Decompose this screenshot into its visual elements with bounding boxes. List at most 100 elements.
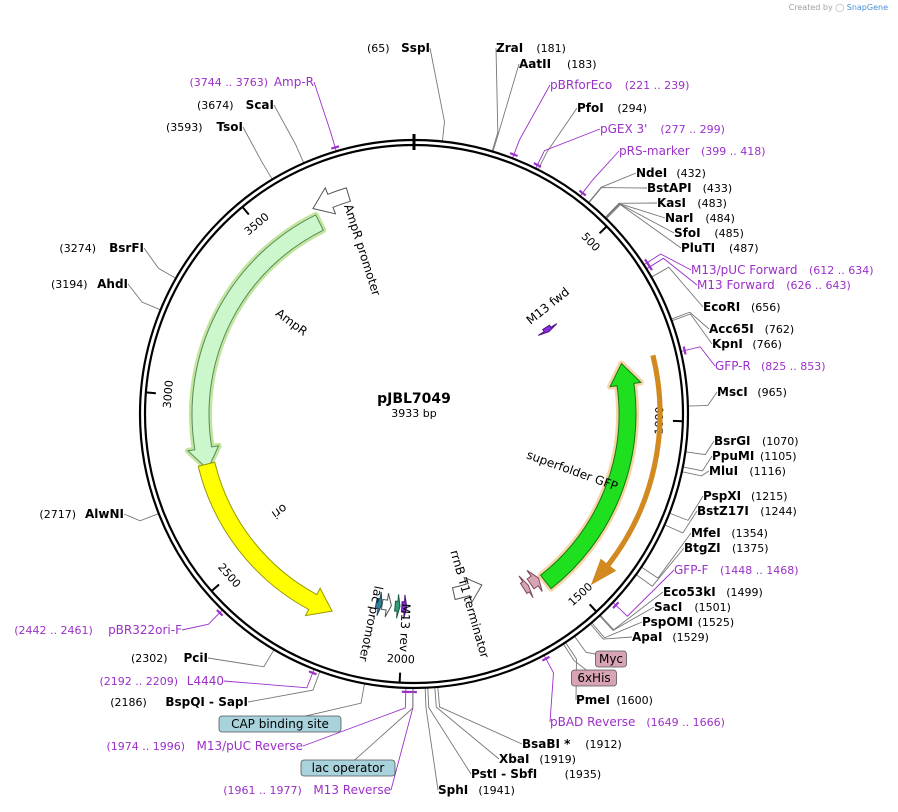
site-name: SacI — [654, 600, 682, 614]
feature-label-superfolder-gfp: superfolder GFP — [525, 448, 620, 494]
site-msci[interactable]: MscI(965) — [717, 385, 787, 399]
site-sfoi[interactable]: SfoI(485) — [674, 226, 744, 240]
site-position: (1525) — [698, 616, 735, 629]
site-scai[interactable]: ScaI(3674) — [197, 98, 274, 112]
site-box — [571, 669, 617, 687]
site-cap-binding-site[interactable]: CAP binding site — [218, 715, 342, 733]
site-aatii[interactable]: AatII(183) — [519, 57, 597, 71]
site-amp-r[interactable]: Amp-R(3744 .. 3763) — [189, 75, 314, 89]
site-m13-puc-reverse[interactable]: M13/pUC Reverse(1974 .. 1996) — [106, 739, 303, 753]
site-position: (3744 .. 3763) — [189, 76, 268, 89]
site-position: (1974 .. 1996) — [106, 740, 185, 753]
site-position: (1244) — [760, 505, 797, 518]
site-ecori[interactable]: EcoRI (656) — [703, 300, 781, 314]
site-position: (2186) — [110, 696, 147, 709]
site-tsoi[interactable]: TsoI(3593) — [166, 120, 243, 134]
site-box — [595, 650, 627, 668]
site-acc65i[interactable]: Acc65I(762) — [709, 322, 794, 336]
site-saci[interactable]: SacI(1501) — [654, 600, 731, 614]
leader-line — [223, 668, 315, 689]
feature-label-ori: ori — [269, 501, 290, 521]
feature-ori[interactable] — [197, 461, 333, 617]
site-name: BstZ17I — [697, 504, 749, 518]
site-pbr322ori-f[interactable]: pBR322ori-F(2442 .. 2461) — [14, 623, 182, 637]
feature-m13-rev[interactable] — [400, 594, 408, 619]
site-kpni[interactable]: KpnI(766) — [712, 337, 782, 351]
leader-line — [313, 81, 337, 152]
site-bstz17i[interactable]: BstZ17I (1244) — [697, 504, 797, 518]
site-bsrfi[interactable]: BsrFI(3274) — [59, 241, 144, 255]
site-m13-reverse[interactable]: M13 Reverse(1961 .. 1977) — [223, 783, 391, 797]
feature-cap-site[interactable] — [374, 591, 383, 616]
site-kasi[interactable]: KasI(483) — [657, 196, 727, 210]
site-pcii[interactable]: PciI(2302) — [131, 651, 208, 665]
site-eco53ki[interactable]: Eco53kI(1499) — [663, 585, 763, 599]
site-myc[interactable]: Myc — [595, 650, 627, 668]
site-sspi[interactable]: SspI(65) — [367, 41, 430, 55]
feature-superfolder-gfp[interactable] — [537, 360, 644, 592]
site-pspomi[interactable]: PspOMI(1525) — [642, 615, 734, 629]
site-name: PluTI — [681, 241, 715, 255]
site-l4440[interactable]: L4440(2192 .. 2209) — [99, 674, 224, 688]
site-position: (766) — [752, 338, 782, 351]
site-mlui[interactable]: MluI(1116) — [709, 464, 786, 478]
site-zrai[interactable]: ZraI(181) — [496, 41, 566, 55]
leader-line — [207, 649, 275, 668]
feature-m13-fwd[interactable] — [537, 323, 558, 336]
site-m13-puc-forward[interactable]: M13/pUC Forward(612 .. 634) — [691, 263, 874, 277]
site-bspqi-sapi[interactable]: BspQI - SapI(2186) — [110, 695, 248, 709]
plasmid-length: 3933 bp — [391, 407, 436, 420]
tick-mark — [241, 206, 250, 216]
site-prs-marker[interactable]: pRS-marker(399 .. 418) — [619, 144, 766, 158]
site-name: GFP-R — [715, 359, 751, 373]
site-pbad-reverse[interactable]: pBAD Reverse(1649 .. 1666) — [550, 715, 725, 729]
tick-label: 3000 — [161, 380, 176, 409]
site-name: EcoRI — [703, 300, 740, 314]
leader-line — [589, 623, 633, 640]
credit-prefix: Created by — [788, 3, 833, 12]
site-gfp-r[interactable]: GFP-R(825 .. 853) — [715, 359, 826, 373]
primer-mark — [308, 670, 317, 676]
site-gfp-f[interactable]: GFP-F(1448 .. 1468) — [674, 563, 799, 577]
site-pbrforeco[interactable]: pBRforEco(221 .. 239) — [550, 78, 689, 92]
site-position: (487) — [729, 242, 759, 255]
site-apai[interactable]: ApaI(1529) — [632, 630, 709, 644]
leader-line — [685, 440, 715, 456]
site-name: NarI — [665, 211, 694, 225]
site-6xhis[interactable]: 6xHis — [571, 669, 617, 687]
site-ppumi[interactable]: PpuMI(1105) — [712, 449, 797, 463]
feature-ampr[interactable] — [184, 211, 327, 473]
site-position: (656) — [751, 301, 781, 314]
site-nari[interactable]: NarI(484) — [665, 211, 735, 225]
site-pfoi[interactable]: PfoI(294) — [577, 101, 647, 115]
site-pluti[interactable]: PluTI (487) — [681, 241, 759, 255]
site-pspxi[interactable]: PspXI(1215) — [703, 489, 788, 503]
leader-line — [434, 687, 500, 760]
site-sphi[interactable]: SphI(1941) — [438, 783, 515, 797]
feature-myc[interactable] — [526, 570, 543, 592]
site-m13-forward[interactable]: M13 Forward(626 .. 643) — [697, 278, 851, 292]
site-bsrgi[interactable]: BsrGI(1070) — [714, 434, 799, 448]
feature-6xhis[interactable] — [518, 575, 534, 599]
site-pgex-3[interactable]: pGEX 3'(277 .. 299) — [600, 122, 725, 136]
site-ahdi[interactable]: AhdI(3194) — [51, 277, 128, 291]
feature-lac-promoter[interactable] — [380, 593, 392, 618]
leader-line — [429, 47, 445, 142]
site-psti-sbfi[interactable]: PstI - SbfI(1935) — [471, 767, 601, 781]
site-lac-operator[interactable]: lac operator — [300, 759, 396, 777]
site-ndei[interactable]: NdeI(432) — [636, 166, 706, 180]
feature-ampr-promoter[interactable] — [312, 186, 351, 215]
site-bsabi[interactable]: BsaBI *(1912) — [522, 737, 622, 751]
site-xbai[interactable]: XbaI(1919) — [499, 752, 576, 766]
feature-lac-op[interactable] — [394, 594, 401, 619]
site-bstapi[interactable]: BstAPI(433) — [647, 181, 732, 195]
site-name: PstI - SbfI — [471, 767, 537, 781]
position-ticks: 500100015002000250030003500 — [145, 206, 683, 683]
feature-label-m13-rev: M13 rev — [397, 603, 413, 652]
feature-rrnb-t1-terminator[interactable] — [451, 576, 483, 604]
site-btgzi[interactable]: BtgZI(1375) — [684, 541, 769, 555]
site-position: (483) — [697, 197, 727, 210]
site-pmei[interactable]: PmeI(1600) — [576, 693, 653, 707]
site-mfei[interactable]: MfeI(1354) — [691, 526, 768, 540]
site-alwni[interactable]: AlwNI(2717) — [39, 507, 124, 521]
